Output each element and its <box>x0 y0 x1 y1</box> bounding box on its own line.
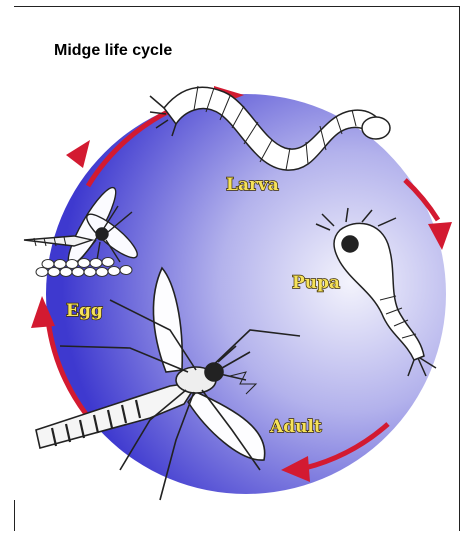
label-adult: Adult <box>269 417 322 437</box>
arrow-upper-left <box>66 140 90 168</box>
label-pupa: Pupa <box>292 273 340 293</box>
label-egg: Egg <box>66 301 103 321</box>
diagram-title: Midge life cycle <box>54 42 172 60</box>
label-larva: Larva <box>226 175 279 195</box>
